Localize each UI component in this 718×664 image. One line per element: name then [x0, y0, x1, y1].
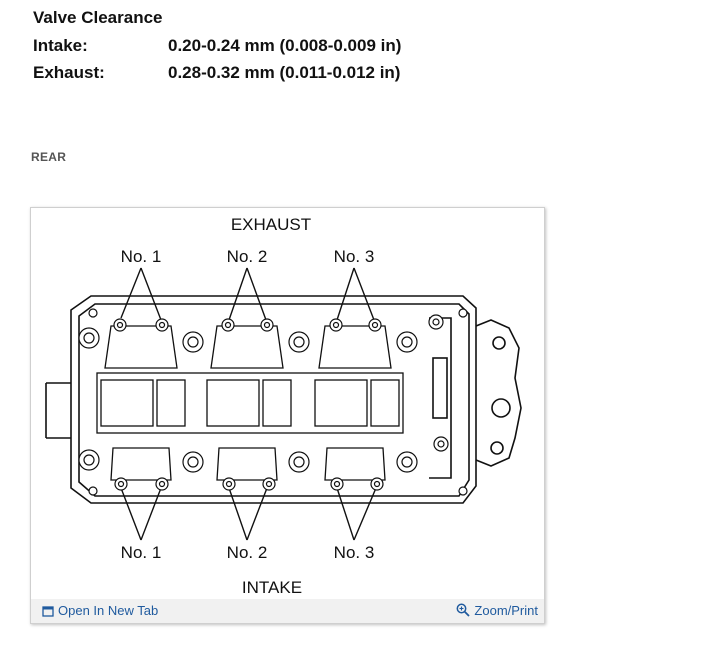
camshaft-area [96, 372, 404, 434]
exhaust-pointer-arrows [120, 267, 375, 321]
intake-cyl-3-label: No. 3 [334, 543, 375, 562]
intake-rocker-arms [110, 447, 386, 481]
rear-label: REAR [31, 150, 67, 164]
zoom-print-link[interactable]: Zoom/Print [456, 603, 538, 618]
open-in-new-tab-link[interactable]: Open In New Tab [42, 603, 158, 618]
figure-frame[interactable]: EXHAUST No. 1 No. 2 No. 3 No. 1 No. 2 No… [30, 207, 545, 624]
valve-clearance-title: Valve Clearance [33, 8, 162, 28]
exhaust-cyl-2-label: No. 2 [227, 247, 268, 266]
intake-adjusters [114, 477, 384, 491]
zoom-print-label: Zoom/Print [474, 603, 538, 618]
intake-cyl-1-label: No. 1 [121, 543, 162, 562]
exhaust-label: Exhaust: [33, 63, 105, 82]
exhaust-label-diagram: EXHAUST [231, 215, 311, 234]
head-bolts [78, 308, 468, 496]
exhaust-rocker-arms [104, 325, 392, 369]
cylinder-head-diagram[interactable]: EXHAUST No. 1 No. 2 No. 3 No. 1 No. 2 No… [31, 208, 544, 598]
intake-value: 0.20-0.24 mm (0.008-0.009 in) [168, 36, 402, 55]
new-tab-icon [42, 606, 54, 617]
open-in-new-tab-label: Open In New Tab [58, 603, 159, 618]
exhaust-adjusters [113, 318, 382, 332]
valve-clearance-heading: Valve Clearance [33, 8, 163, 27]
intake-label-diagram: INTAKE [242, 578, 302, 597]
intake-cyl-2-label: No. 2 [227, 543, 268, 562]
intake-label: Intake: [33, 36, 88, 55]
exhaust-cyl-1-label: No. 1 [121, 247, 162, 266]
zoom-icon [456, 603, 471, 617]
figure-footer: Open In New Tab Zoom/Print [31, 599, 544, 623]
exhaust-value: 0.28-0.32 mm (0.011-0.012 in) [168, 63, 401, 82]
exhaust-cyl-3-label: No. 3 [334, 247, 375, 266]
